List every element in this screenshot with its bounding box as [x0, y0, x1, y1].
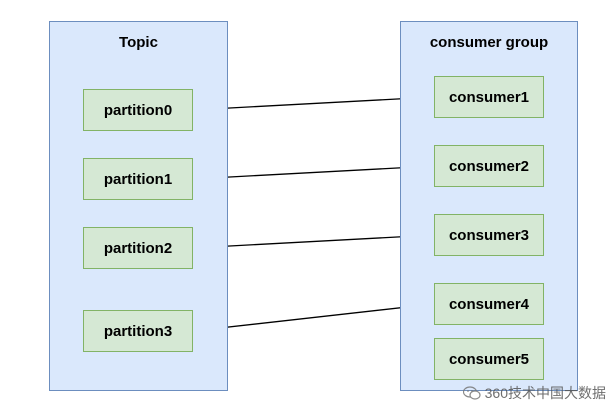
connection-arrow — [192, 231, 435, 249]
partition-node: partition0 — [83, 89, 193, 131]
connection-arrow — [192, 301, 435, 332]
wechat-icon — [462, 386, 481, 400]
topic-title: Topic — [119, 34, 158, 51]
consumer-node: consumer5 — [434, 338, 544, 380]
partition-node: partition1 — [83, 158, 193, 200]
consumer-node: consumer2 — [434, 145, 544, 187]
consumer-group-title: consumer group — [429, 34, 549, 51]
connection-arrow — [192, 162, 435, 180]
connection-arrow — [192, 93, 435, 111]
partition-node: partition2 — [83, 227, 193, 269]
consumer-node: consumer1 — [434, 76, 544, 118]
watermark-text: 360技术中国大数据 — [484, 385, 606, 401]
consumer-node: consumer4 — [434, 283, 544, 325]
consumer-node: consumer3 — [434, 214, 544, 256]
watermark: 360技术中国大数据 — [462, 383, 606, 403]
partition-node: partition3 — [83, 310, 193, 352]
